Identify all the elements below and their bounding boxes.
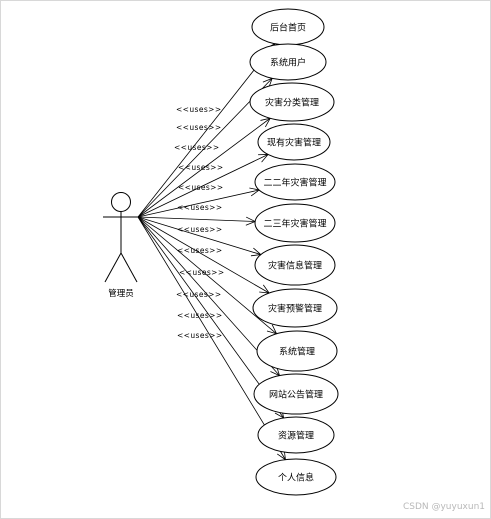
association-line [137, 189, 260, 218]
use-case-ellipse [254, 163, 336, 201]
use-case-ellipse [252, 288, 338, 328]
actor-left-leg [104, 252, 122, 283]
association-line [137, 216, 280, 376]
uses-stereotype-label: <<uses>> [176, 290, 222, 299]
uses-stereotype-label: <<uses>> [179, 268, 225, 277]
uses-stereotype-label: <<uses>> [176, 105, 222, 114]
use-case-label: 灾害分类管理 [265, 97, 319, 109]
association-line [137, 216, 270, 294]
association-line [137, 154, 269, 218]
use-case-ellipse [255, 458, 337, 496]
uses-stereotype-label: <<uses>> [177, 225, 223, 234]
use-case-label: 二二年灾害管理 [263, 177, 326, 189]
use-case-label: 灾害信息管理 [268, 260, 322, 272]
actor-label: 管理员 [108, 288, 134, 299]
use-case-ellipse [257, 416, 335, 454]
uses-stereotype-label: <<uses>> [178, 163, 224, 172]
association-line [137, 43, 276, 218]
uses-stereotype-label: <<uses>> [177, 246, 223, 255]
use-case-ellipse [254, 203, 336, 243]
use-case-ellipse [249, 43, 327, 81]
uses-stereotype-label: <<uses>> [177, 331, 223, 340]
uses-stereotype-label: <<uses>> [178, 183, 224, 192]
use-case-ellipse [249, 82, 335, 122]
actor-head [111, 192, 131, 212]
use-case-label: 系统管理 [279, 346, 315, 358]
use-case-label: 系统用户 [270, 57, 306, 69]
use-case-label: 后台首页 [270, 22, 306, 34]
use-case-label: 灾害预警管理 [268, 303, 322, 315]
use-case-label: 二三年灾害管理 [263, 218, 326, 230]
use-case-ellipse [254, 244, 336, 286]
association-line [137, 216, 256, 222]
uses-stereotype-label: <<uses>> [177, 311, 223, 320]
watermark: CSDN @yuyuxun1 [402, 502, 485, 512]
use-case-ellipse [253, 373, 339, 415]
uses-stereotype-label: <<uses>> [177, 203, 223, 212]
association-line [137, 216, 286, 460]
use-case-label: 个人信息 [278, 472, 314, 484]
actor-right-leg [120, 252, 138, 283]
uses-stereotype-label: <<uses>> [174, 143, 220, 152]
use-case-label: 资源管理 [278, 430, 314, 442]
use-case-label: 现有灾害管理 [267, 137, 321, 149]
use-case-label: 网站公告管理 [269, 389, 323, 401]
use-case-ellipse [256, 330, 338, 372]
association-line [137, 117, 271, 218]
uses-stereotype-label: <<uses>> [176, 123, 222, 132]
use-case-ellipse [257, 123, 331, 161]
association-line [137, 216, 261, 255]
association-line [137, 216, 277, 335]
